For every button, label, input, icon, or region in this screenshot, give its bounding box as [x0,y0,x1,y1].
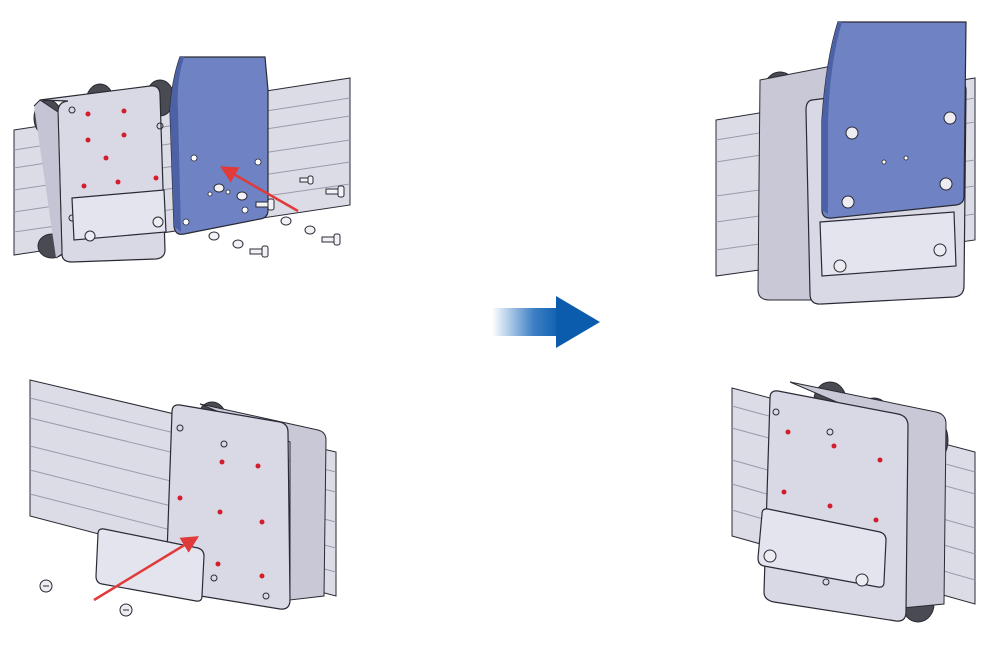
clamp-bar [757,508,887,588]
screw-icon [255,198,275,211]
red-arrow-icon [219,166,299,213]
screw-icon [933,243,947,257]
panel-bottom-right [731,381,976,623]
washer-icon [236,191,248,201]
screw-icon [249,245,269,258]
clamp-bar [71,189,167,241]
screw-icon [321,233,341,246]
red-holes [81,108,159,189]
washer-icon [232,239,244,249]
panel-top-left [13,56,351,263]
washer-icon [213,183,225,193]
screw-icon [119,603,133,617]
screw-icon [84,230,96,242]
screw-icon [833,259,847,273]
arrow-right-icon [492,296,600,348]
washer-icon [304,225,316,235]
screw-icon [325,185,345,198]
screw-icon [841,111,957,209]
red-holes [177,459,265,579]
mount-plate [169,56,269,235]
red-arrow-icon [93,536,199,602]
screw-icon [855,573,869,587]
panel-top-right [715,21,976,305]
red-holes [781,429,883,523]
loose-hardware [208,175,345,258]
screw-icon [39,579,53,593]
screw-icon [763,549,777,563]
washer-icon [208,231,220,241]
washer-icon [280,216,292,226]
carriage-plate [763,390,909,622]
screw-icon [152,216,164,228]
clamp-bar [819,211,957,277]
screw-icon [299,175,314,185]
panel-bottom-left [29,379,337,617]
